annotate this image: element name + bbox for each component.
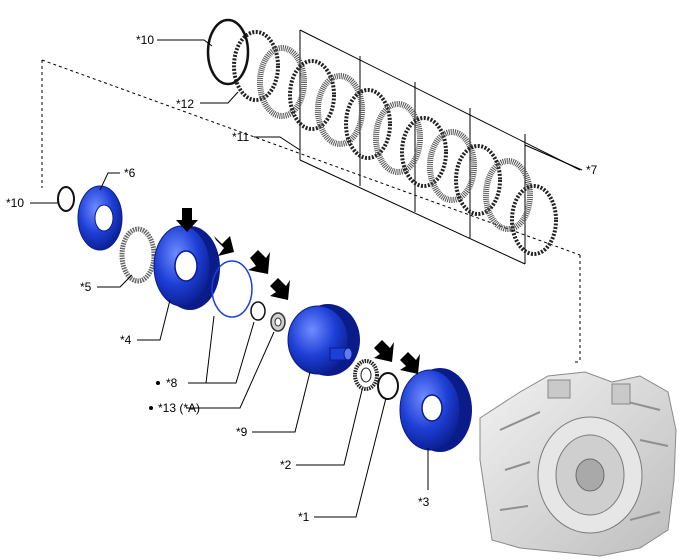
clutch-plate — [288, 59, 336, 131]
clutch-plate — [232, 30, 280, 102]
down-arrow-icon — [400, 352, 420, 374]
clutch-disc — [315, 73, 365, 147]
down-arrow-icon — [270, 278, 290, 300]
label-1: *1 — [298, 510, 310, 524]
label-12: *12 — [176, 97, 194, 111]
label-7: *7 — [586, 163, 598, 177]
label-3: *3 — [418, 495, 430, 509]
part-8-small-ring — [250, 301, 266, 321]
bullet-dot-icon — [156, 381, 160, 385]
label-11: *11 — [232, 130, 249, 144]
label-8: *8 — [166, 376, 178, 390]
part-2-bearing — [353, 359, 379, 391]
leader-lines — [30, 39, 583, 518]
label-9: *9 — [236, 425, 248, 439]
label-10-left: *10 — [6, 196, 24, 210]
snap-ring-top — [206, 18, 250, 86]
label-2: *2 — [280, 458, 292, 472]
part-6-plate — [77, 185, 123, 251]
bullet-dot-icon — [149, 406, 153, 410]
down-arrow-icon — [374, 340, 394, 362]
down-arrow-icon — [248, 250, 270, 274]
snap-ring-small — [57, 186, 75, 212]
down-arrow-icon — [214, 236, 234, 256]
clutch-disc — [427, 129, 477, 203]
part-9-hub — [287, 304, 360, 376]
clutch-plate — [510, 184, 558, 256]
clutch-disc — [257, 45, 307, 119]
clutch-plate — [400, 116, 448, 188]
label-4: *4 — [120, 333, 132, 347]
part-3-drum — [399, 368, 472, 452]
part-1-washer — [377, 372, 399, 400]
clutch-disc — [483, 158, 533, 232]
label-6: *6 — [124, 166, 136, 180]
part-4-drum — [153, 225, 220, 310]
transaxle-case — [479, 371, 677, 557]
clutch-plate — [344, 88, 392, 160]
part-8-o-ring — [211, 260, 253, 318]
label-10-top: *10 — [136, 33, 154, 47]
clutch-disc — [373, 101, 423, 175]
part-5-ring — [119, 226, 157, 284]
clutch-plate — [454, 144, 502, 216]
part-13-bushing — [270, 312, 286, 332]
label-13: *13 (*A) — [158, 401, 200, 415]
clutch-plates — [232, 30, 558, 256]
clutch-pack-bracket-lines — [299, 29, 581, 265]
down-arrow-icon — [176, 208, 198, 232]
label-5: *5 — [80, 280, 92, 294]
